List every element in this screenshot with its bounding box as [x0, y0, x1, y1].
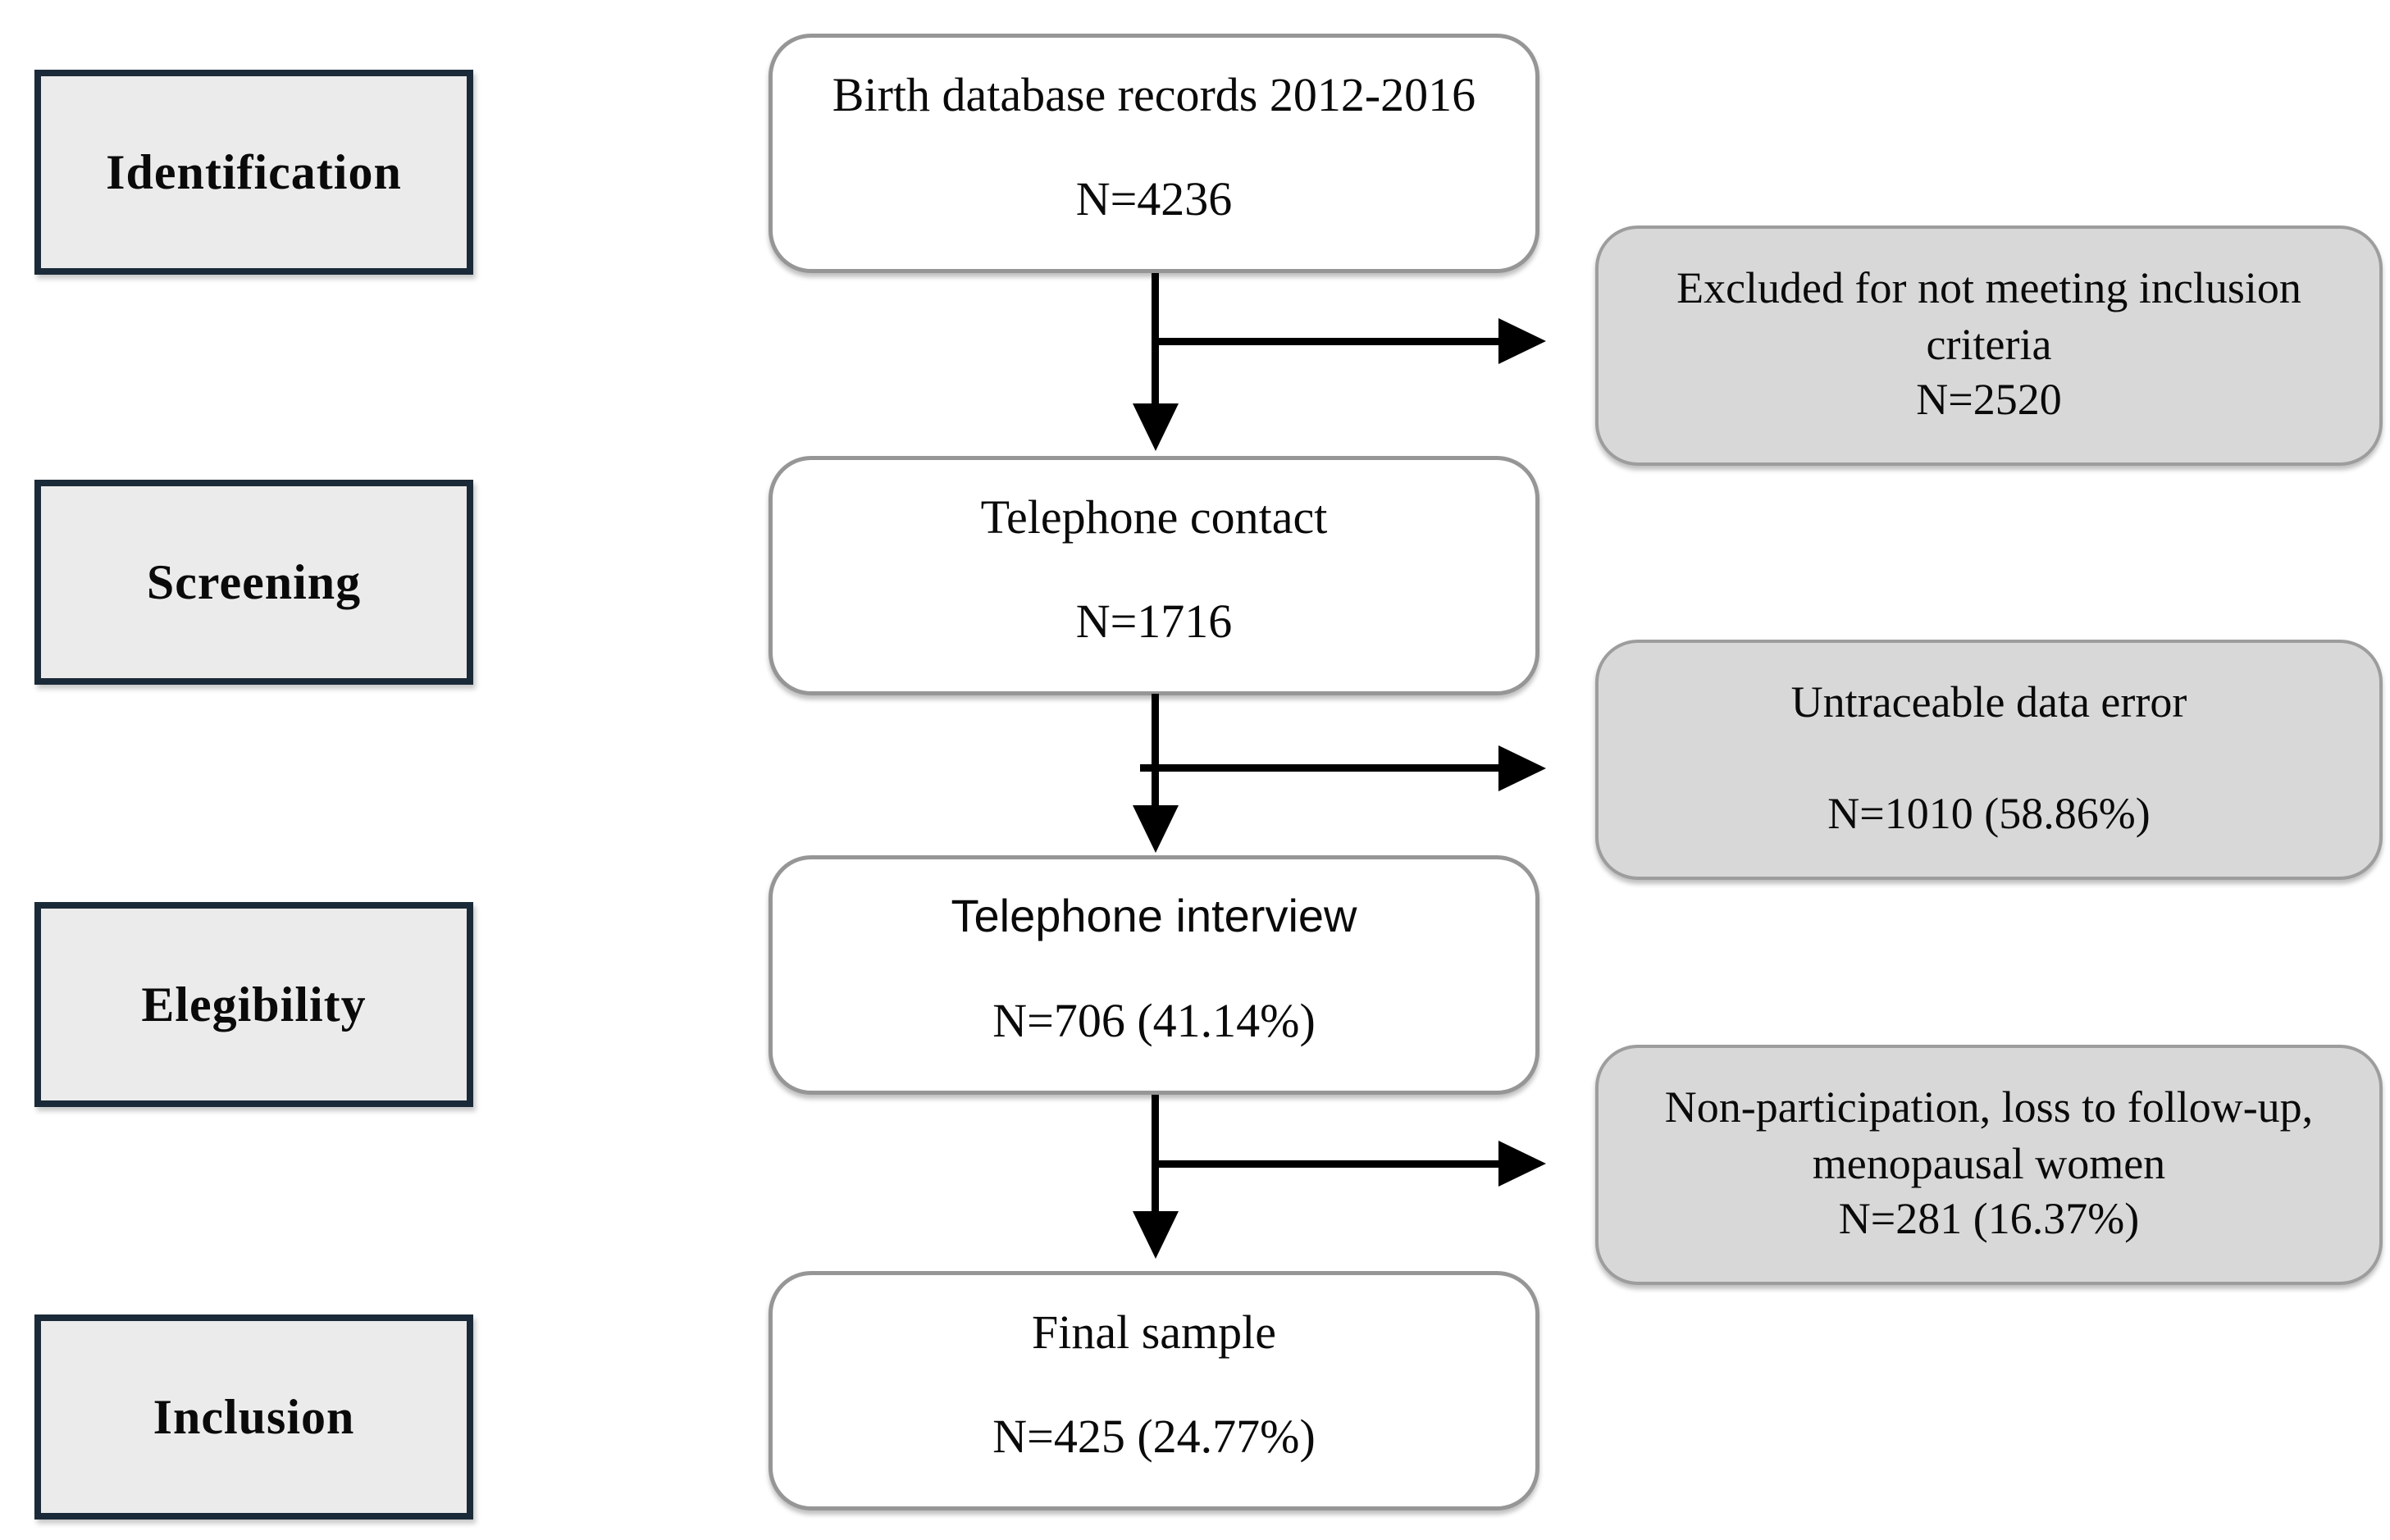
- arrow-right-2-head-icon: [1498, 745, 1546, 791]
- flow-box-telephone-interview: Telephone interview N=706 (41.14%): [769, 855, 1539, 1095]
- flow-box-title: Telephone interview: [951, 890, 1357, 941]
- exclusion-box-title: Non-participation, loss to follow-up, me…: [1665, 1079, 2313, 1192]
- arrow-right-1-head-icon: [1498, 318, 1546, 364]
- exclusion-box-non-participation: Non-participation, loss to follow-up, me…: [1595, 1045, 2383, 1285]
- exclusion-box-count: N=281 (16.37%): [1838, 1194, 2140, 1243]
- exclusion-box-title: Untraceable data error: [1791, 674, 2187, 731]
- flow-box-count: N=706 (41.14%): [992, 994, 1316, 1047]
- arrow-down-2-line: [1152, 694, 1159, 808]
- flow-box-birth-database-records: Birth database records 2012-2016 N=4236: [769, 34, 1539, 273]
- exclusion-box-not-meeting-criteria: Excluded for not meeting inclusion crite…: [1595, 226, 2383, 466]
- flow-box-count: N=1716: [1075, 595, 1233, 648]
- exclusion-title-line: menopausal women: [1812, 1139, 2166, 1189]
- arrow-down-1-head-icon: [1133, 403, 1179, 451]
- flow-box-count: N=425 (24.77%): [992, 1410, 1316, 1463]
- exclusion-title-line: Non-participation, loss to follow-up,: [1664, 1082, 2314, 1132]
- stage-box-identification: Identification: [34, 70, 473, 275]
- arrow-right-2-line: [1140, 764, 1498, 772]
- exclusion-box-count: N=1010 (58.86%): [1827, 789, 2151, 838]
- exclusion-title-line: Untraceable data error: [1790, 677, 2187, 727]
- flow-box-count: N=4236: [1075, 172, 1233, 226]
- exclusion-title-line: Excluded for not meeting inclusion: [1676, 263, 2301, 312]
- stage-label: Identification: [106, 144, 402, 199]
- exclusion-box-title: Excluded for not meeting inclusion crite…: [1676, 260, 2301, 373]
- stage-label: Inclusion: [153, 1389, 355, 1444]
- exclusion-title-line: criteria: [1926, 320, 2052, 370]
- flow-box-title: Final sample: [1031, 1305, 1276, 1359]
- arrow-down-2-head-icon: [1133, 805, 1179, 853]
- flow-box-title: Birth database records 2012-2016: [832, 68, 1476, 121]
- arrow-right-3-line: [1155, 1160, 1498, 1168]
- flow-box-title: Telephone contact: [980, 490, 1328, 544]
- flow-box-final-sample: Final sample N=425 (24.77%): [769, 1271, 1539, 1510]
- flow-box-telephone-contact: Telephone contact N=1716: [769, 456, 1539, 695]
- arrow-down-3-head-icon: [1133, 1211, 1179, 1259]
- exclusion-box-untraceable-data-error: Untraceable data error N=1010 (58.86%): [1595, 640, 2383, 880]
- stage-box-inclusion: Inclusion: [34, 1314, 473, 1519]
- arrow-down-3-line: [1152, 1095, 1159, 1214]
- stage-box-elegibility: Elegibility: [34, 902, 473, 1107]
- stage-label: Elegibility: [141, 977, 367, 1032]
- stage-label: Screening: [146, 554, 362, 609]
- exclusion-box-count: N=2520: [1916, 375, 2062, 424]
- stage-box-screening: Screening: [34, 480, 473, 685]
- arrow-right-1-line: [1155, 338, 1498, 345]
- arrow-right-3-head-icon: [1498, 1141, 1546, 1187]
